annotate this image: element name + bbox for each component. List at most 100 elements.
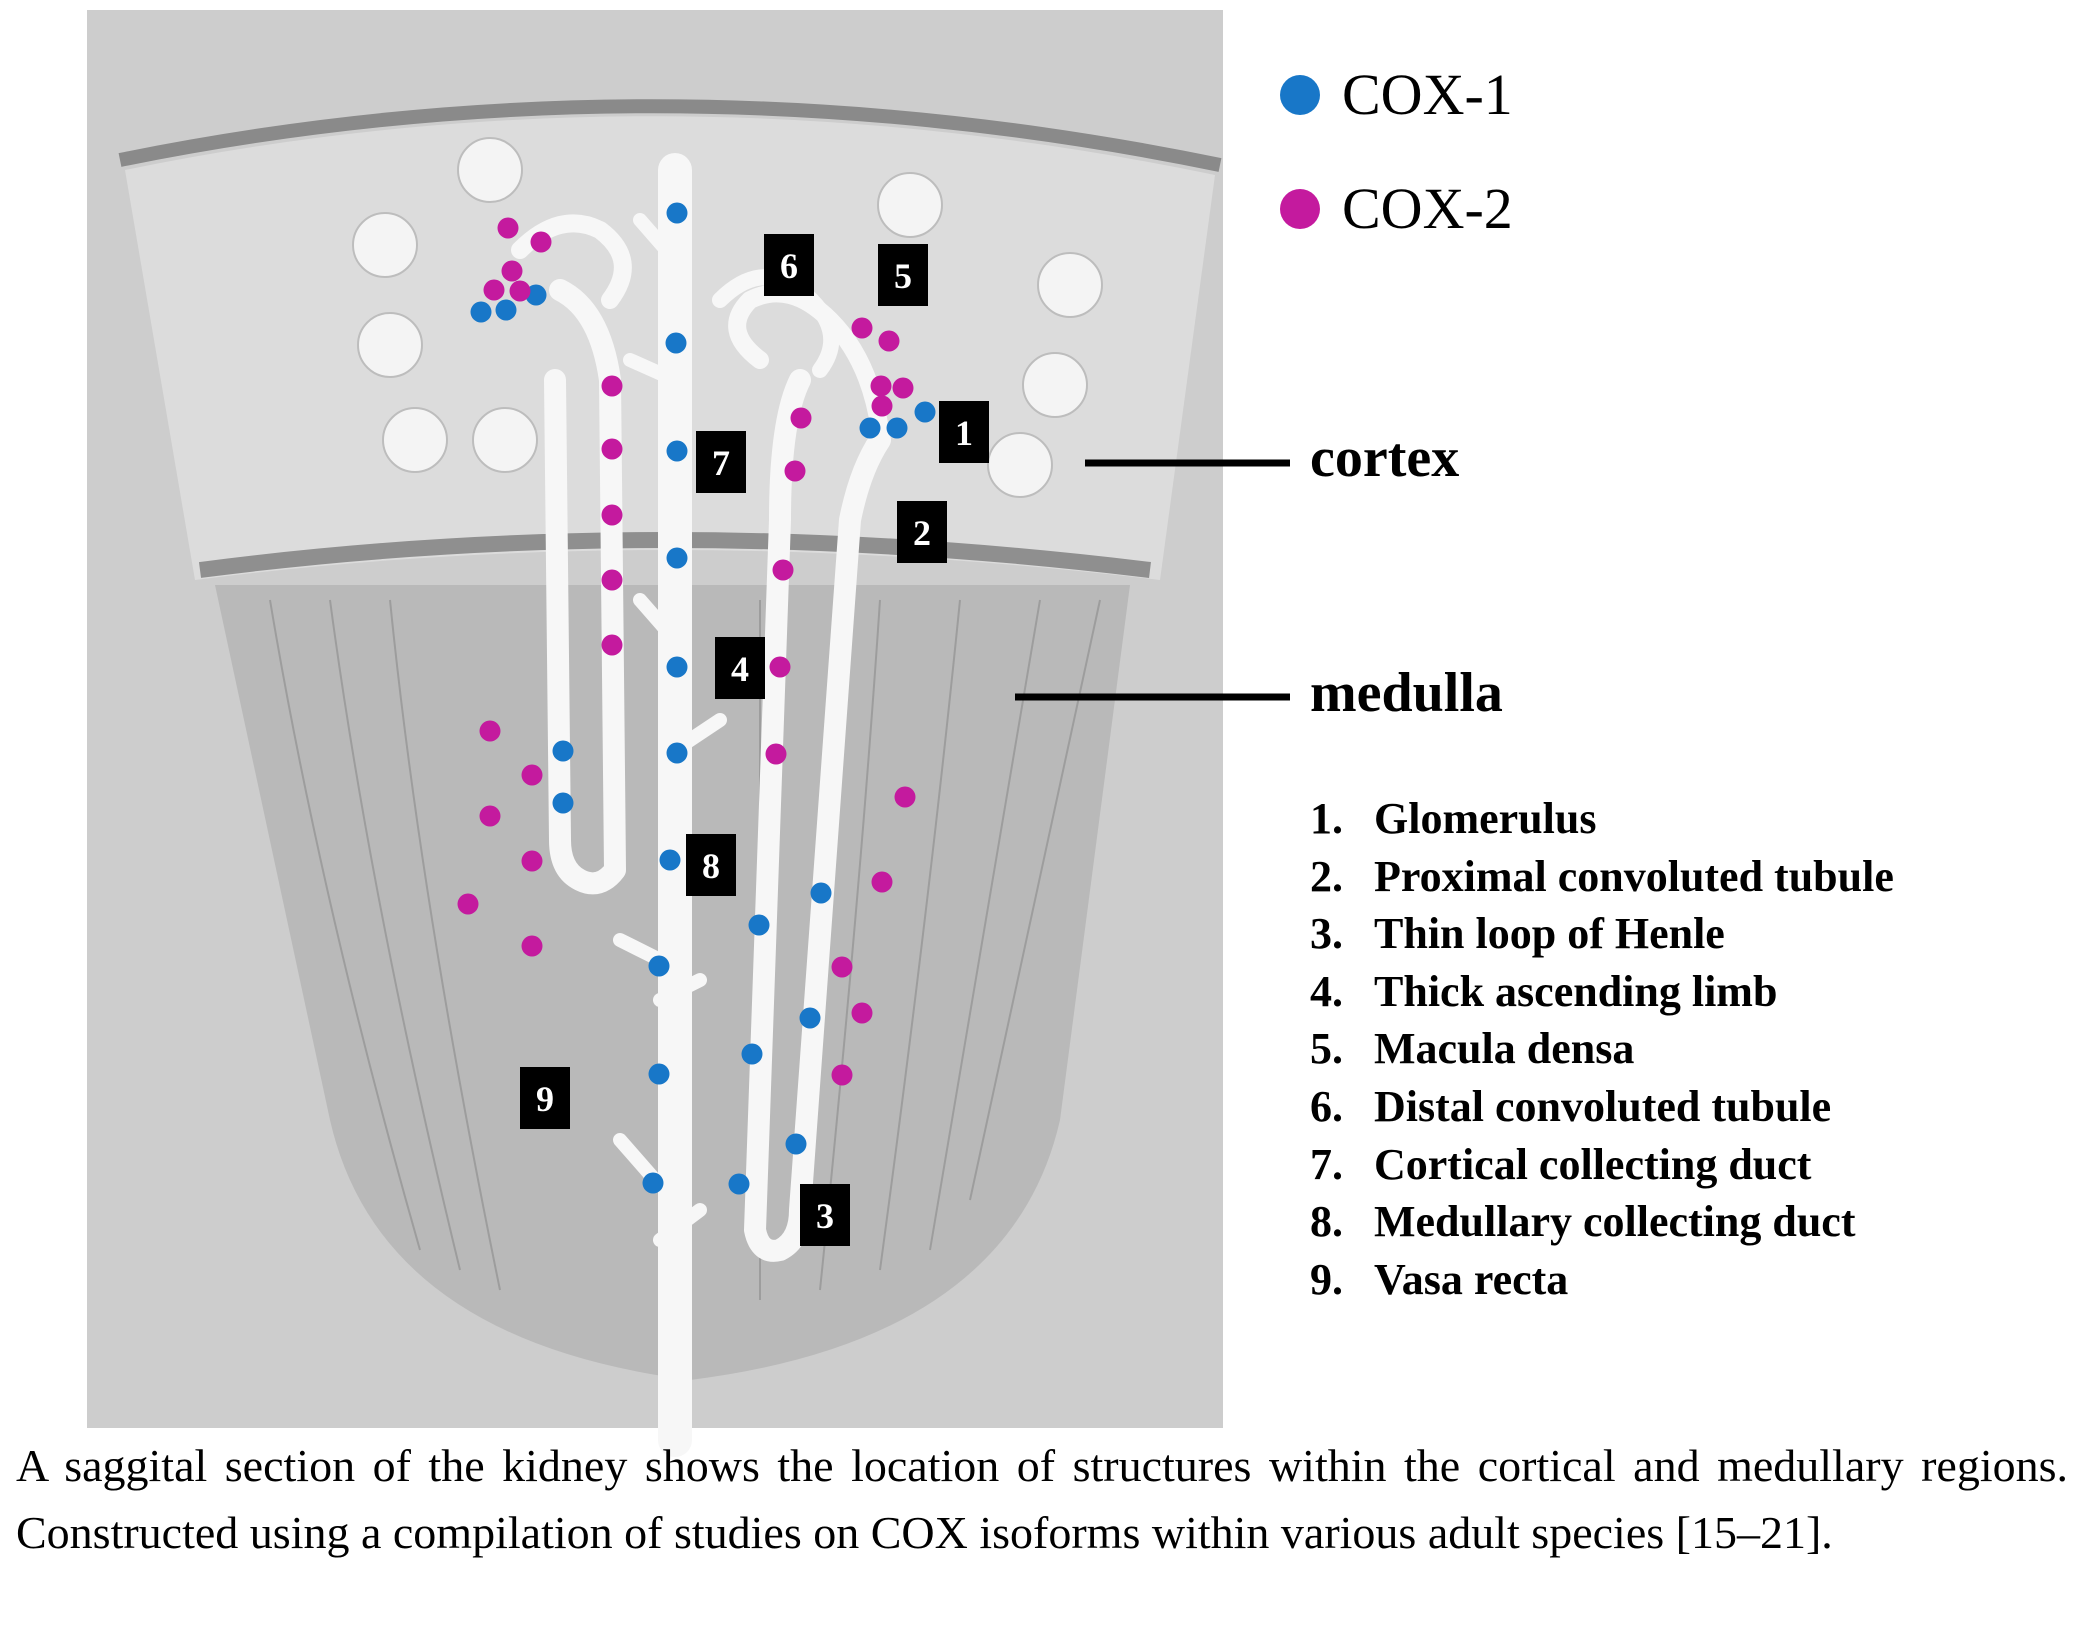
cox2-dot: [501, 260, 523, 282]
structure-marker-5: 5: [878, 244, 928, 306]
cox1-dot: [648, 955, 670, 977]
structure-marker-3: 3: [800, 1184, 850, 1246]
key-item-label: Cortical collecting duct: [1374, 1139, 1812, 1189]
key-item: 4.Thick ascending limb: [1310, 963, 1894, 1021]
cox2-dot: [601, 375, 623, 397]
cox2-dot: [457, 893, 479, 915]
key-item-number: 5.: [1310, 1024, 1343, 1074]
key-item-number: 8.: [1310, 1197, 1343, 1247]
cortex-label: cortex: [1310, 427, 1460, 489]
cox1-dot: [666, 440, 688, 462]
cox2-dot: [601, 438, 623, 460]
structure-key: 1. Glomerulus 2. Proximal convoluted tubule…: [1310, 790, 1894, 1308]
structure-marker-box: [897, 501, 947, 563]
key-item-number: 7.: [1310, 1139, 1343, 1189]
cox2-dot: [521, 935, 543, 957]
cox1-dot: [659, 849, 681, 871]
legend-cox1: COX-1: [1280, 66, 1513, 124]
structure-marker-1: 1: [939, 401, 989, 463]
key-item: 2. Proximal convoluted tubule: [1310, 848, 1894, 906]
cox1-dot: [748, 914, 770, 936]
structure-marker-9: 9: [520, 1067, 570, 1129]
cox1-dot: [741, 1043, 763, 1065]
key-item-number: 1.: [1310, 794, 1343, 843]
cox1-dot: [666, 547, 688, 569]
cox1-dot: [665, 332, 687, 354]
cox2-dot: [784, 460, 806, 482]
glomeruli: [352, 137, 1103, 498]
cox2-dot: [601, 634, 623, 656]
cox2-legend-label: COX-2: [1342, 176, 1513, 241]
cox2-dot: [878, 330, 900, 352]
cox1-dot: [666, 202, 688, 224]
cox2-dot: [831, 1064, 853, 1086]
cox2-dot: [831, 956, 853, 978]
structure-marker-box: [800, 1184, 850, 1246]
structure-marker-label: 1: [955, 413, 973, 453]
cox2-dot: [851, 317, 873, 339]
structure-marker-box: [520, 1067, 570, 1129]
cox1-dot: [914, 401, 936, 423]
cox1-legend-dot: [1280, 75, 1320, 115]
figure-caption: A saggital section of the kidney shows t…: [16, 1440, 2068, 1558]
cox2-dot: [772, 559, 794, 581]
key-item-number: 3.: [1310, 909, 1343, 959]
right-nephron-loop: [744, 369, 891, 1262]
key-item-number: 2.: [1310, 851, 1343, 901]
key-item-label: Distal convoluted tubule: [1374, 1081, 1832, 1131]
structure-marker-box: [764, 234, 814, 296]
cox2-dot: [530, 231, 552, 253]
structure-marker-box: [686, 834, 736, 896]
structure-marker-label: 3: [816, 1196, 834, 1236]
cox1-dot: [728, 1173, 750, 1195]
legend-cox2: COX-2: [1280, 180, 1513, 238]
key-item-label: Vasa recta: [1374, 1254, 1569, 1304]
cox1-dot: [810, 882, 832, 904]
cox1-dot: [785, 1133, 807, 1155]
key-item-label: Thin loop of Henle: [1374, 909, 1725, 959]
structure-marker-label: 8: [702, 846, 720, 886]
cox2-dot: [871, 871, 893, 893]
cox1-dot: [648, 1063, 670, 1085]
cox2-dot: [509, 280, 531, 302]
cox2-dot: [497, 217, 519, 239]
cox1-dot: [525, 284, 547, 306]
cox2-dot: [870, 375, 892, 397]
structure-marker-box: [715, 637, 765, 699]
key-item-label: Glomerulus: [1374, 794, 1597, 843]
structure-marker-label: 5: [894, 256, 912, 296]
left-nephron-loop: [544, 279, 626, 895]
cox2-dot: [601, 504, 623, 526]
cox2-dot: [521, 764, 543, 786]
cox1-dot: [666, 656, 688, 678]
key-item: 6.Distal convoluted tubule: [1310, 1078, 1894, 1136]
key-item-label: Thick ascending limb: [1374, 966, 1778, 1016]
key-item: 8.Medullary collecting duct: [1310, 1193, 1894, 1251]
cox2-dot: [521, 850, 543, 872]
cox1-dot: [666, 742, 688, 764]
renal-capsule: [118, 99, 1222, 172]
structure-marker-7: 7: [696, 431, 746, 493]
cox2-dot: [894, 786, 916, 808]
structure-marker-6: 6: [764, 234, 814, 296]
cox2-dot: [479, 720, 501, 742]
key-item: 5.Macula densa: [1310, 1020, 1894, 1078]
cox1-dot: [552, 792, 574, 814]
structure-marker-label: 7: [712, 443, 730, 483]
cox1-dot: [859, 417, 881, 439]
cox1-dot: [470, 301, 492, 323]
cox2-dot: [765, 743, 787, 765]
cox1-dot: [886, 417, 908, 439]
structure-marker-box: [696, 431, 746, 493]
key-item: 7. Cortical collecting duct: [1310, 1136, 1894, 1194]
key-item: 1. Glomerulus: [1310, 790, 1894, 848]
key-item-number: 9.: [1310, 1254, 1343, 1304]
cox1-legend-label: COX-1: [1342, 62, 1513, 127]
key-item-label: Proximal convoluted tubule: [1374, 851, 1894, 901]
structure-marker-box: [878, 244, 928, 306]
structure-marker-label: 6: [780, 246, 798, 286]
cox1-dot: [495, 299, 517, 321]
structure-marker-label: 2: [913, 513, 931, 553]
cox2-dot: [483, 279, 505, 301]
